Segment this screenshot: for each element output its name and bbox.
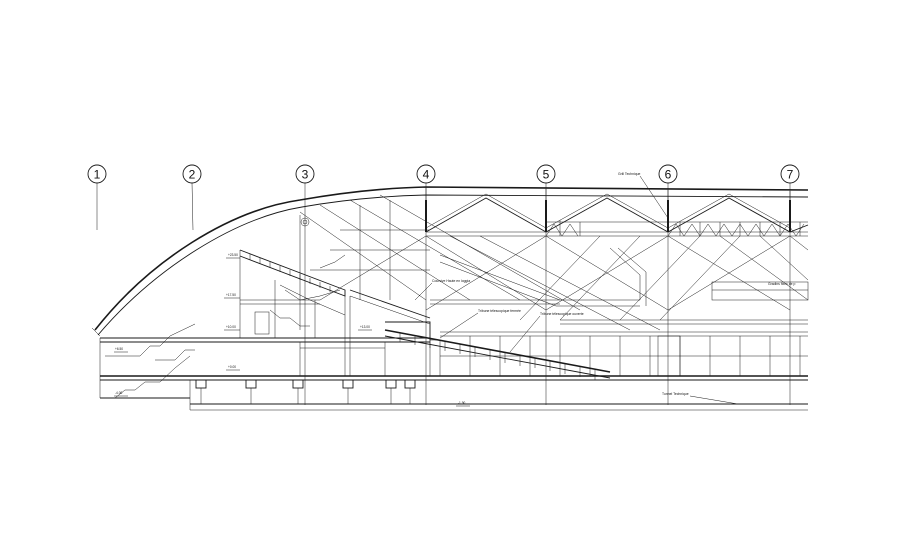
svg-text:Coursive Haute en loggia: Coursive Haute en loggia xyxy=(432,279,470,283)
ground-facade xyxy=(440,331,808,377)
grid-axis-label: 6 xyxy=(665,168,672,182)
annotation-grill-technique: Grill Technique xyxy=(618,172,669,219)
annotation-coursive-haute: Coursive Haute en loggia xyxy=(414,279,470,301)
ducts xyxy=(430,247,809,325)
grid-axis-label: 1 xyxy=(94,168,101,182)
grid-axes: 1 2 3 4 5 6 7 xyxy=(87,164,800,405)
foundations xyxy=(195,379,416,404)
level-marker: +23.50 xyxy=(226,253,240,259)
level-marker: +0.00 xyxy=(226,365,240,371)
grid-axis-label: 5 xyxy=(543,168,550,182)
svg-text:+6.50: +6.50 xyxy=(115,347,123,351)
floor-slabs xyxy=(99,250,808,411)
level-marker: +6.50 xyxy=(114,347,128,353)
level-marker: -4.00 xyxy=(114,391,128,397)
grid-axis-label: 7 xyxy=(787,168,794,182)
upper-stand xyxy=(239,249,431,325)
level-marker: +13.00 xyxy=(358,325,372,331)
grid-axis-label: 3 xyxy=(302,168,309,182)
annotations: Grill Technique Coursive Haute en loggia… xyxy=(414,172,795,405)
stairs xyxy=(105,254,346,399)
level-marker: +17.50 xyxy=(224,293,240,299)
node-marker xyxy=(300,217,310,227)
grid-axis-label: 2 xyxy=(189,168,196,182)
roof-truss xyxy=(299,194,809,331)
svg-text:-1.90: -1.90 xyxy=(458,401,465,405)
svg-text:Tribune télescopique fermée: Tribune télescopique fermée xyxy=(478,309,521,313)
svg-text:-4.00: -4.00 xyxy=(115,391,122,395)
svg-text:Gradins fixes de p: Gradins fixes de p xyxy=(768,282,795,286)
svg-text:+17.50: +17.50 xyxy=(226,293,236,297)
svg-text:+23.50: +23.50 xyxy=(228,253,238,257)
node-marker-inner xyxy=(302,219,308,225)
level-marker: +10.00 xyxy=(224,325,240,331)
svg-text:Tunnel Technique: Tunnel Technique xyxy=(662,392,689,396)
svg-text:+0.00: +0.00 xyxy=(228,365,236,369)
grid-axis-3: 3 xyxy=(295,164,315,405)
svg-text:+13.00: +13.00 xyxy=(360,325,370,329)
annotation-galerie: Gradins fixes de p xyxy=(768,282,795,286)
svg-text:Tribune télescopique ouverte: Tribune télescopique ouverte xyxy=(540,312,584,316)
annotation-tribune-fermee: Tribune télescopique fermée xyxy=(439,309,521,339)
svg-text:Grill Technique: Grill Technique xyxy=(618,172,640,176)
level-markers: +23.50 +17.50 +10.00 +6.50 +0.00 -4.00 +… xyxy=(114,253,470,407)
grid-axis-1: 1 xyxy=(87,164,107,230)
level-marker: -1.90 xyxy=(456,401,470,407)
lower-stand xyxy=(384,321,611,380)
grid-axis-label: 4 xyxy=(423,168,430,182)
svg-text:+10.00: +10.00 xyxy=(226,325,236,329)
grid-axis-2: 2 xyxy=(182,164,202,231)
roof xyxy=(91,186,809,337)
annotation-tribune-ouverte: Tribune télescopique ouverte xyxy=(509,312,584,353)
annotation-tunnel-technique: Tunnel Technique xyxy=(662,392,739,405)
